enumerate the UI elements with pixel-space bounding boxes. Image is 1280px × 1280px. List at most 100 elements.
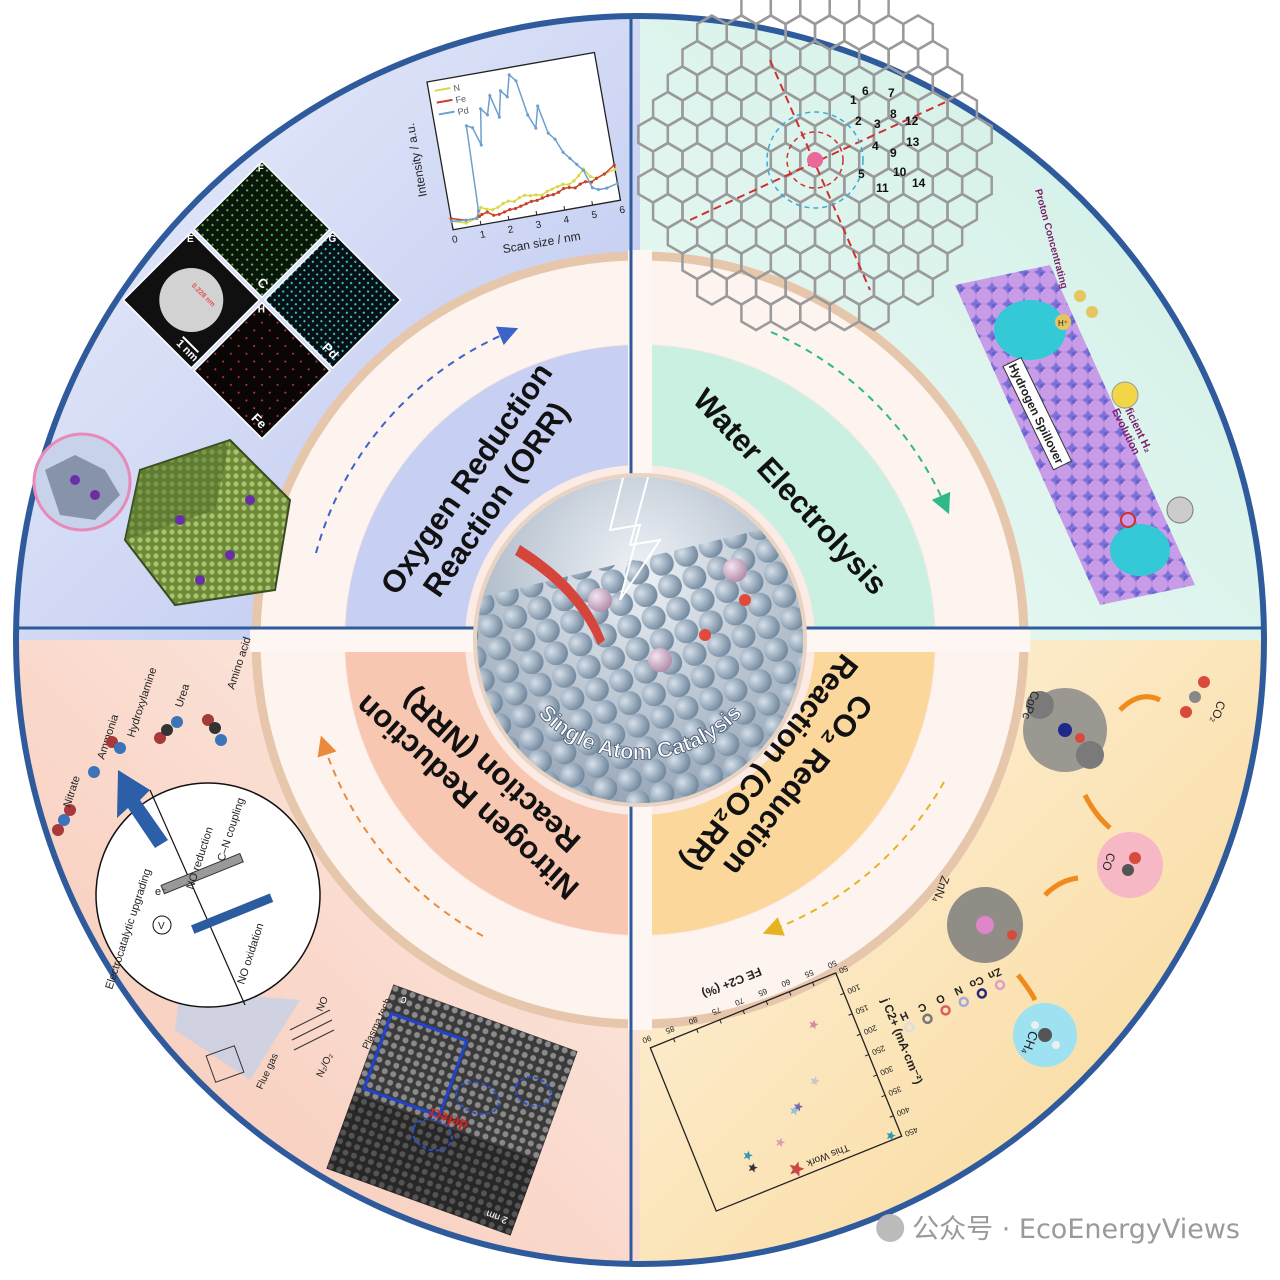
legend-dot-n [958, 996, 969, 1008]
legend-swatch [438, 110, 455, 116]
orr-band [345, 345, 640, 640]
panel-label-h: H [258, 305, 265, 316]
orr-dashed-arrow [315, 326, 519, 554]
x-tick [619, 196, 621, 201]
data-point [551, 193, 555, 197]
data-point-star [776, 1137, 786, 1148]
co-label: CO [1099, 851, 1118, 873]
x-tick [479, 220, 482, 225]
data-point [526, 113, 530, 117]
data-point-star [743, 1150, 753, 1161]
data-point [480, 212, 484, 217]
site-number: 10 [893, 165, 907, 179]
nanoparticle [159, 268, 224, 332]
panel-label-g: G [328, 234, 336, 245]
data-point [575, 162, 579, 166]
data-point [492, 213, 496, 217]
x-tick-label: 75 [710, 1005, 722, 1017]
data-point [505, 95, 509, 99]
data-point [517, 196, 521, 200]
hexagon-ring [857, 294, 890, 332]
adsorbate-icon [739, 594, 751, 606]
reactor-circle [95, 782, 321, 1008]
x-tick-label: 90 [640, 1033, 652, 1045]
cathode [160, 852, 244, 895]
adsorbate-icon [699, 629, 711, 641]
legend-swatch [436, 98, 453, 104]
data-point [514, 79, 518, 83]
data-point [475, 216, 479, 220]
co2rr-band [640, 640, 935, 935]
happy-face-icon [1111, 381, 1139, 409]
data-point [581, 168, 586, 173]
x-tick [673, 1038, 676, 1043]
x-tick [765, 1000, 769, 1005]
x-tick [649, 1047, 653, 1052]
plasma-icon [289, 1009, 335, 1051]
legend-label-zn: Zn [986, 965, 1004, 982]
pathway-arrow [1043, 875, 1079, 897]
panel-label-f: F [258, 163, 264, 174]
data-point [477, 214, 482, 218]
data-point [502, 210, 507, 214]
water-dashed-arrow [770, 331, 951, 515]
data-point [540, 193, 544, 197]
x-tick-label: 65 [756, 986, 768, 998]
eds-map-pd [263, 231, 402, 369]
x-tick [788, 991, 792, 996]
data-point [583, 180, 588, 184]
sad-face-icon [1166, 496, 1194, 524]
x-tick-label: 3 [535, 219, 543, 231]
panel-label-e: E [187, 234, 194, 245]
cluster [994, 300, 1066, 360]
data-point [449, 216, 453, 221]
x-tick-label: 0 [451, 234, 459, 246]
data-point [561, 150, 565, 154]
x-tick [591, 201, 594, 206]
x-tick-label: 70 [733, 996, 745, 1008]
electrocatalytic-upgrading-figure: V e⁻ Electrocatalytic upgrading NO reduc… [52, 635, 394, 1091]
y-tick [881, 1094, 886, 1098]
this-work-star [789, 1161, 805, 1177]
data-point [479, 107, 483, 111]
data-point [572, 179, 576, 183]
x-tick-label: 6 [619, 205, 627, 217]
data-point [449, 219, 454, 223]
x-tick [719, 1019, 722, 1024]
x-tick [451, 225, 454, 230]
data-point [485, 207, 489, 211]
data-point [573, 186, 577, 190]
data-point [545, 189, 549, 193]
y-tick [864, 1054, 869, 1057]
co2rr-dashed-arrow [762, 781, 945, 936]
line-profile-frame [426, 51, 622, 231]
y-tick-label: 50 [837, 963, 849, 975]
outer-border [13, 13, 1267, 1267]
molecule-ribbon [515, 545, 605, 645]
data-point [535, 198, 539, 203]
data-point [540, 196, 544, 200]
data-point [590, 186, 594, 190]
data-point [512, 199, 516, 204]
data-point [529, 199, 534, 203]
legend-swatch [434, 87, 451, 92]
data-point [556, 185, 560, 189]
single-atom-site [723, 558, 747, 582]
legend-dot-c [922, 1013, 933, 1025]
proton-symbol: H⁺ [1058, 319, 1068, 328]
data-point [513, 206, 518, 211]
x-tick-label: 4 [563, 214, 571, 226]
legend-label: N [453, 82, 461, 93]
x-tick-label: 60 [780, 977, 792, 989]
data-point [534, 193, 538, 197]
hexagon-ring [828, 0, 861, 26]
pathway-arrow [1016, 973, 1038, 1002]
data-point [485, 210, 489, 214]
center-catalyst-image: Single Atom Catalysis [473, 473, 807, 807]
data-point [464, 218, 468, 222]
x-tick [507, 215, 510, 220]
series-line-n [451, 167, 616, 224]
